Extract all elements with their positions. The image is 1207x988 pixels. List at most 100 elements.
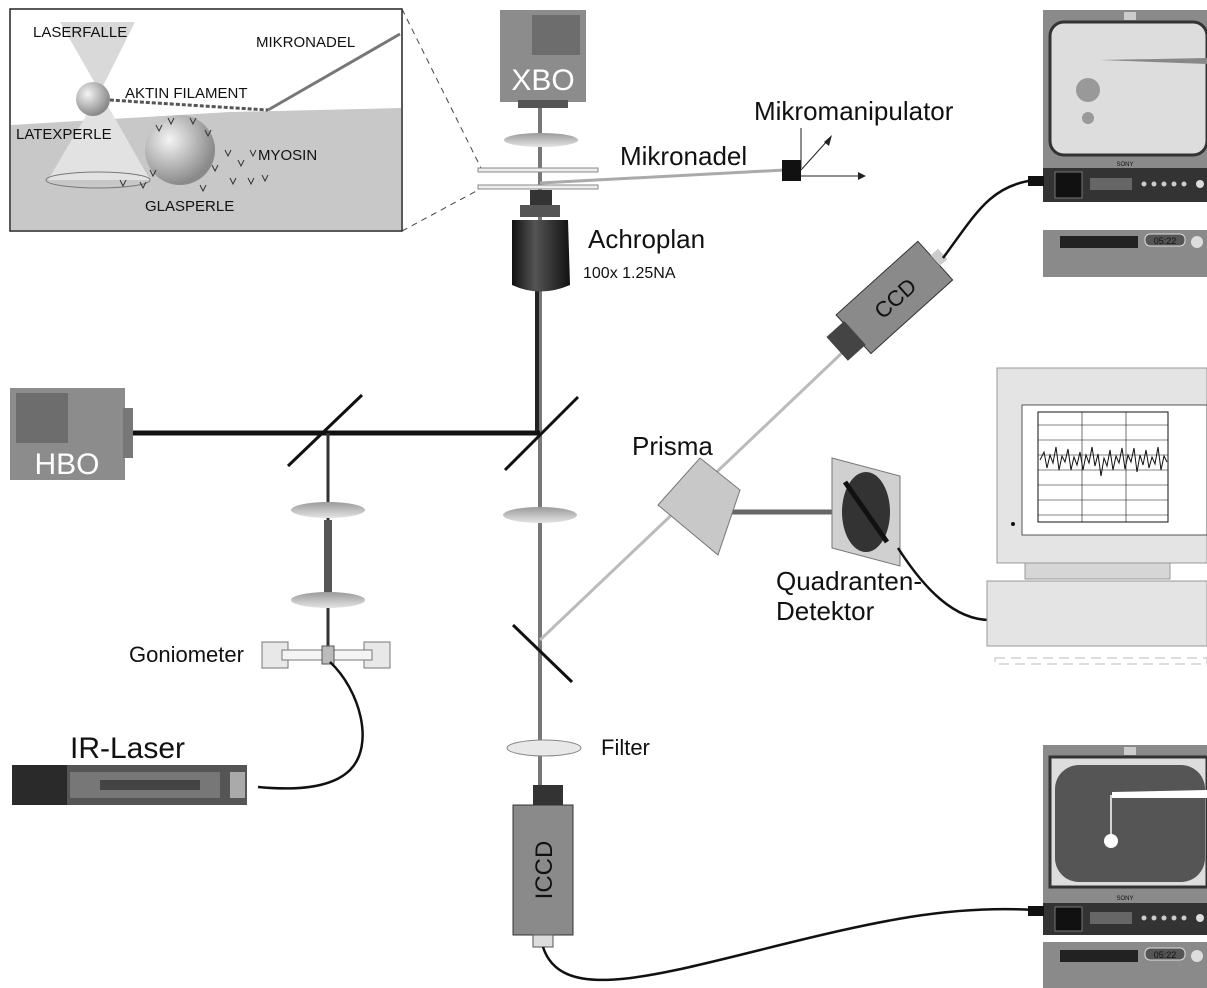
objective-collar: [520, 205, 560, 217]
quadrant-detector: [831, 457, 901, 567]
vcr-bottom-knob: [1191, 950, 1203, 962]
monitor-bottom-bead-image: [1104, 834, 1118, 848]
iccd-label: ICCD: [531, 841, 558, 900]
latex-bead: [76, 82, 110, 116]
actin-filament: [109, 98, 269, 112]
ir-lens-upper: [291, 502, 365, 518]
monitor-bottom-dots: [1141, 915, 1187, 921]
prism: [657, 457, 741, 556]
hbo-vent: [16, 393, 68, 443]
computer-led: [1011, 522, 1015, 526]
computer-keyboard: [994, 657, 1207, 665]
label-achroplan-spec: 100x 1.25NA: [583, 265, 676, 282]
label-achroplan: Achroplan: [588, 224, 705, 254]
vcr-bottom-cassette-slot: [1060, 950, 1138, 962]
computer-stand: [1024, 562, 1171, 580]
monitor-top-power: [1196, 180, 1204, 188]
monitor-bottom-input: [1028, 906, 1044, 916]
detector-cable: [896, 547, 991, 622]
mirror-ir: [286, 393, 364, 468]
monitor-top-slot: [1054, 171, 1083, 199]
laser-trap-upper-cone: [60, 22, 135, 92]
axis-x-arrowhead: [858, 172, 866, 180]
label-ir-laser: IR-Laser: [70, 732, 185, 765]
inset-label-aktin-filament: AKTIN FILAMENT: [125, 85, 248, 102]
inset-label-latexperle: LATEXPERLE: [16, 126, 112, 143]
monitor-top-needle-image: [1100, 58, 1207, 64]
vcr-top: 05:22: [1043, 230, 1207, 277]
laser-focus-ellipse: [45, 171, 151, 189]
sample-slide-bottom: [477, 184, 599, 190]
goniometer-fiber-coupler: [321, 645, 335, 665]
vcr-top-knob: [1191, 236, 1203, 248]
monitor-top-input: [1028, 176, 1044, 186]
ccd-connector: [930, 248, 948, 266]
axis-y-arrow: [800, 139, 829, 171]
monitor-bottom-needle-image: [1112, 790, 1207, 798]
iccd-cable: [541, 907, 1036, 982]
monitor-top: SONY: [1043, 10, 1207, 202]
sample-slide-top: [477, 167, 599, 173]
monitor-bottom-brand: SONY: [1116, 896, 1133, 902]
hbo-outlet: [123, 408, 133, 458]
computer-base-unit: [986, 580, 1207, 647]
xbo-label: XBO: [511, 64, 574, 97]
label-quadranten-line2: Detektor: [776, 596, 875, 626]
micromanipulator-block: [782, 160, 801, 181]
mirror-dichroic-lower: [511, 623, 574, 684]
monitor-bottom-indicator: [1124, 747, 1136, 755]
quadrant-divider: [842, 480, 890, 544]
label-mikromanipulator: Mikromanipulator: [754, 96, 954, 126]
monitor-top-bead-image: [1076, 78, 1100, 102]
computer: [986, 367, 1207, 665]
mirror-dichroic-upper: [503, 395, 580, 472]
ccd-cable: [941, 178, 1036, 259]
vcr-bottom-time: 05:22: [1154, 950, 1177, 960]
xbo-condenser-lens: [504, 133, 578, 147]
needle-shaft: [539, 168, 786, 185]
monitor-top-indicator: [1124, 12, 1136, 20]
filter-element: [506, 739, 582, 757]
inset-zoom-line-bottom: [401, 187, 483, 232]
inset-zoom-line-top: [401, 8, 483, 171]
xbo-lamp: XBO: [500, 10, 586, 108]
xbo-outlet: [518, 100, 568, 108]
achroplan-objective: [512, 190, 570, 292]
monitor-bottom-buttons: [1090, 912, 1132, 924]
ir-laser-rod: [100, 780, 200, 790]
tube-lens: [503, 507, 577, 523]
monitor-top-dots: [1141, 181, 1187, 187]
vcr-top-cassette-slot: [1060, 236, 1138, 248]
iccd-camera: ICCD: [512, 785, 574, 948]
hbo-label: HBO: [34, 448, 99, 481]
inset-panel: LASERFALLE MIKRONADEL AKTIN FILAMENT LAT…: [9, 8, 403, 232]
objective-body: [512, 220, 570, 292]
glass-bead: [145, 115, 215, 185]
hbo-lamp: HBO: [10, 388, 133, 481]
monitor-top-spot-image: [1082, 112, 1094, 124]
label-quadranten-line1: Quadranten-: [776, 566, 922, 596]
monitor-bottom-power: [1196, 914, 1204, 922]
label-goniometer: Goniometer: [129, 642, 244, 667]
label-mikronadel: Mikronadel: [620, 141, 747, 171]
ir-fiber-cable: [257, 661, 364, 790]
xbo-vent: [532, 15, 580, 55]
label-prisma: Prisma: [632, 431, 713, 461]
monitor-bottom: SONY: [1043, 745, 1207, 935]
micro-needle: [267, 32, 401, 112]
vcr-bottom: 05:22: [1043, 942, 1207, 988]
myosin-molecules: [119, 117, 269, 193]
ccd-camera: CCD: [826, 240, 954, 361]
inset-label-laserfalle: LASERFALLE: [33, 24, 127, 41]
goniometer: [261, 641, 391, 669]
ir-laser-endcap: [230, 772, 245, 798]
monitor-top-brand: SONY: [1116, 162, 1133, 168]
ir-laser: [12, 765, 247, 805]
computer-signal-trace: [1039, 446, 1168, 477]
axis-y-arrowhead: [824, 135, 832, 146]
monitor-bottom-screen: [1055, 765, 1205, 882]
inset-label-mikronadel: MIKRONADEL: [256, 34, 355, 51]
ccd-lens-mount: [826, 320, 866, 361]
vcr-top-display: [1144, 233, 1186, 247]
